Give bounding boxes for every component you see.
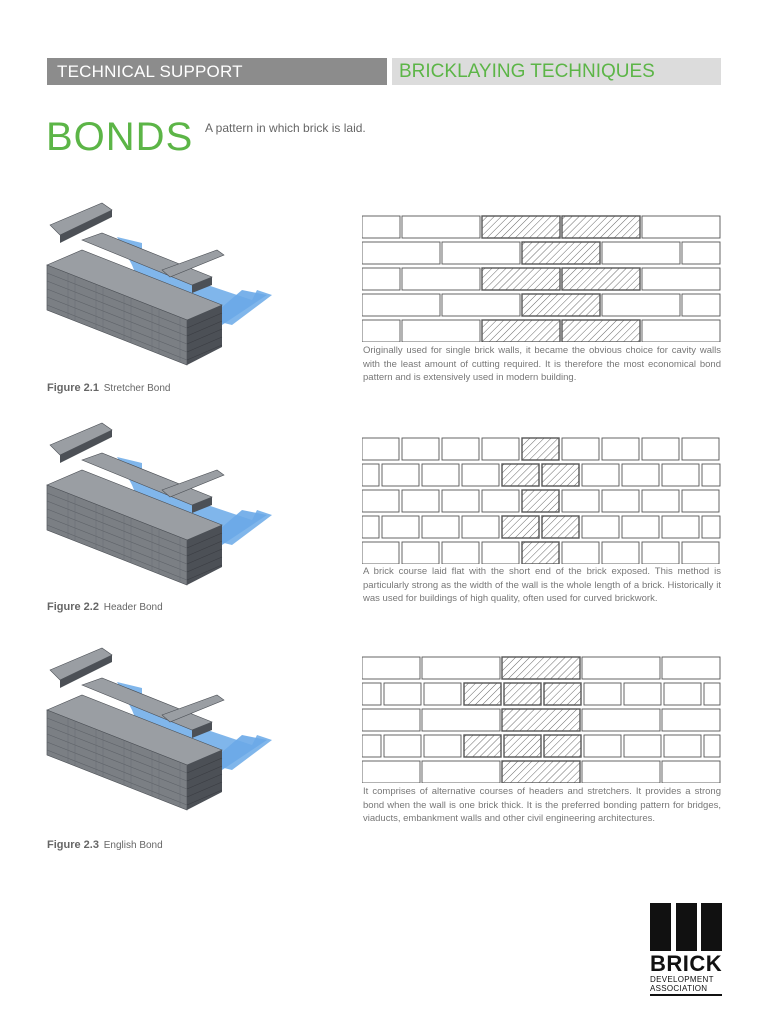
logo-bars (650, 903, 722, 951)
page-title: BONDS (46, 115, 194, 159)
figure-description: It comprises of alternative courses of h… (363, 786, 721, 824)
figure-number: Figure 2.3 (47, 839, 99, 851)
isometric-wall-icon (46, 202, 272, 366)
brick-logo-icon: BRICK DEVELOPMENT ASSOCIATION (650, 903, 722, 996)
figure-name: Stretcher Bond (103, 383, 171, 394)
figure-name: Header Bond (103, 602, 163, 613)
figure-caption: Figure 2.1 Stretcher Bond (47, 382, 170, 394)
section-header-technical-support: TECHNICAL SUPPORT (47, 58, 387, 85)
figure-caption: Figure 2.2 Header Bond (47, 601, 163, 613)
section-header-bricklaying-techniques: BRICKLAYING TECHNIQUES (392, 58, 721, 85)
figure-number: Figure 2.2 (47, 601, 99, 613)
logo-word: BRICK (650, 951, 723, 976)
figure-description: Originally used for single brick walls, … (363, 345, 721, 383)
stretcher-bond-diagram (362, 215, 721, 342)
logo-underline (650, 994, 722, 996)
figure-description: A brick course laid flat with the short … (363, 566, 721, 604)
logo-line-1: DEVELOPMENT (650, 975, 714, 984)
figure-caption: Figure 2.3 English Bond (47, 839, 163, 851)
header-bond-diagram (362, 437, 721, 564)
stretcher-bond-illustration (42, 195, 277, 375)
isometric-wall-icon (46, 647, 272, 811)
header-bond-illustration (42, 415, 277, 595)
logo-line-2: ASSOCIATION (650, 984, 708, 993)
english-bond-diagram (362, 656, 721, 783)
figure-number: Figure 2.1 (47, 382, 99, 394)
figure-name: English Bond (103, 840, 163, 851)
page-subtitle: A pattern in which brick is laid. (205, 121, 366, 135)
english-bond-illustration (42, 640, 277, 840)
isometric-wall-icon (46, 422, 272, 586)
